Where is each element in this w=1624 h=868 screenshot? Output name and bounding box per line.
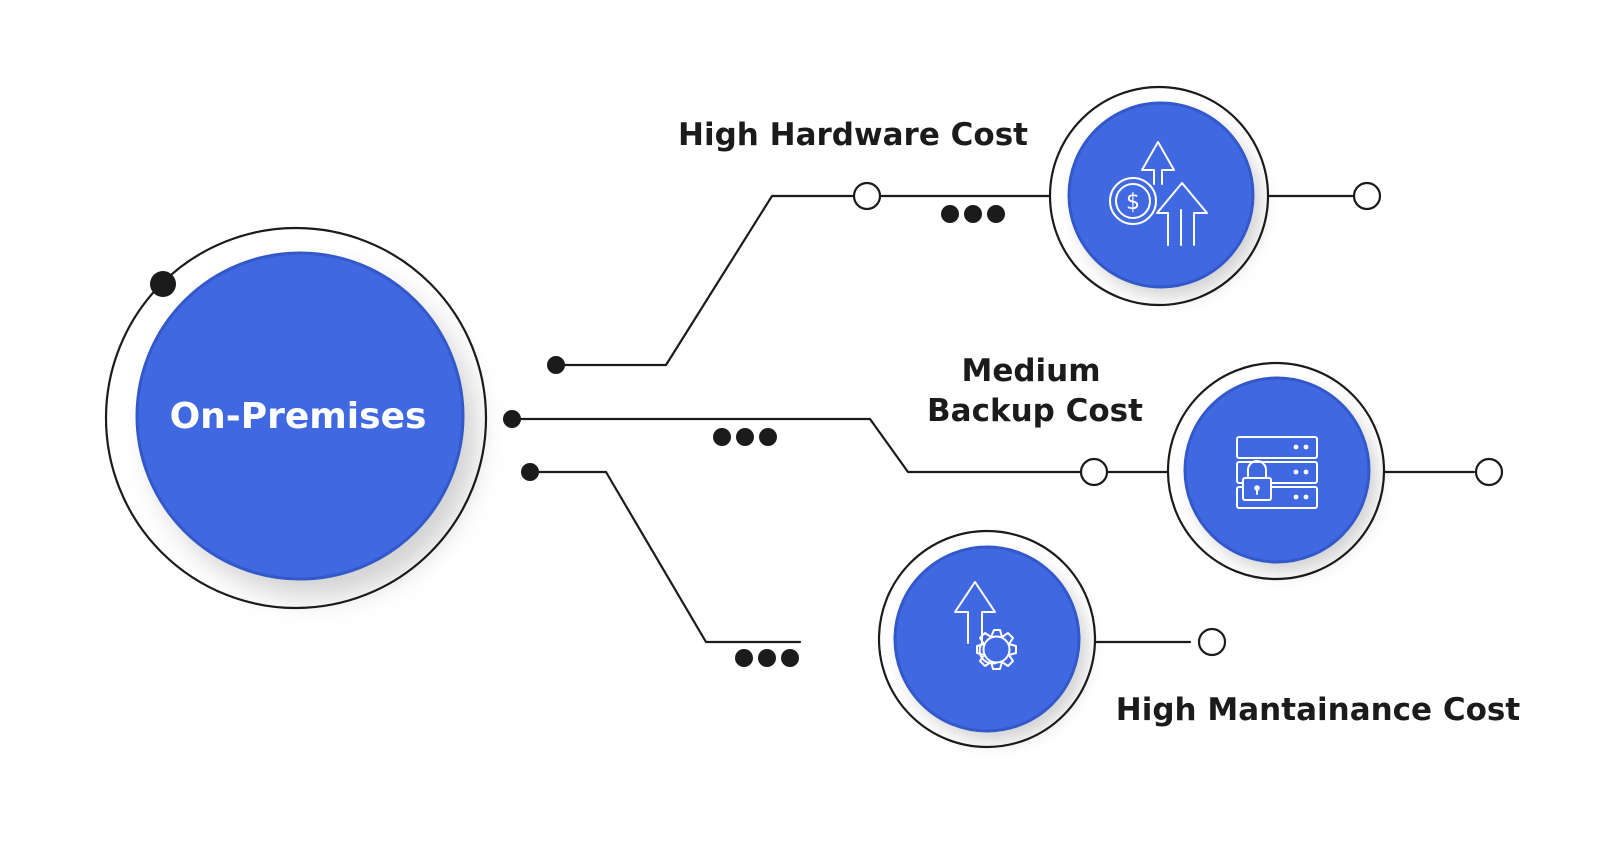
- backup-cost-node: Medium Backup Cost: [713, 353, 1504, 581]
- connector-start-dot-backup: [503, 410, 521, 428]
- connector-end-dot: [1352, 181, 1382, 211]
- ring-dot: [150, 271, 176, 297]
- server-lock-icon: [1236, 436, 1318, 509]
- connector-hollow-dot: [852, 181, 882, 211]
- backup-cost-label-line1: Medium: [961, 353, 1100, 389]
- hardware-circle: [1069, 103, 1253, 287]
- ellipsis-dots: [713, 428, 777, 446]
- ellipsis-dots: [941, 205, 1005, 223]
- arrow-gear-icon: [954, 581, 1017, 670]
- ellipsis-dots: [735, 649, 799, 667]
- connector-line-backup: [510, 417, 1172, 474]
- on-premises-node: On-Premises: [104, 226, 488, 610]
- connector-start-dot-maintenance: [521, 463, 539, 481]
- connector-start-dot-hardware: [547, 356, 565, 374]
- connector-end-dot: [1197, 627, 1227, 657]
- on-premises-label: On-Premises: [170, 396, 427, 437]
- on-premises-circle: [137, 253, 463, 579]
- dollar-arrows-up-icon: $: [1109, 141, 1208, 246]
- connector-hollow-dot: [1079, 457, 1109, 487]
- svg-text:$: $: [1126, 190, 1140, 215]
- backup-circle: [1185, 378, 1369, 562]
- maintenance-cost-node: High Mantainance Cost: [735, 529, 1521, 749]
- maintenance-circle: [895, 547, 1079, 731]
- hardware-cost-node: $ High Hardware Cost: [678, 85, 1382, 307]
- connector-end-dot: [1474, 457, 1504, 487]
- connector-line-maintenance: [528, 470, 802, 644]
- maintenance-cost-label: High Mantainance Cost: [1116, 692, 1521, 728]
- connector-line-hardware: [554, 194, 1052, 367]
- hardware-cost-label: High Hardware Cost: [678, 117, 1028, 153]
- backup-cost-label-line2: Backup Cost: [927, 393, 1143, 429]
